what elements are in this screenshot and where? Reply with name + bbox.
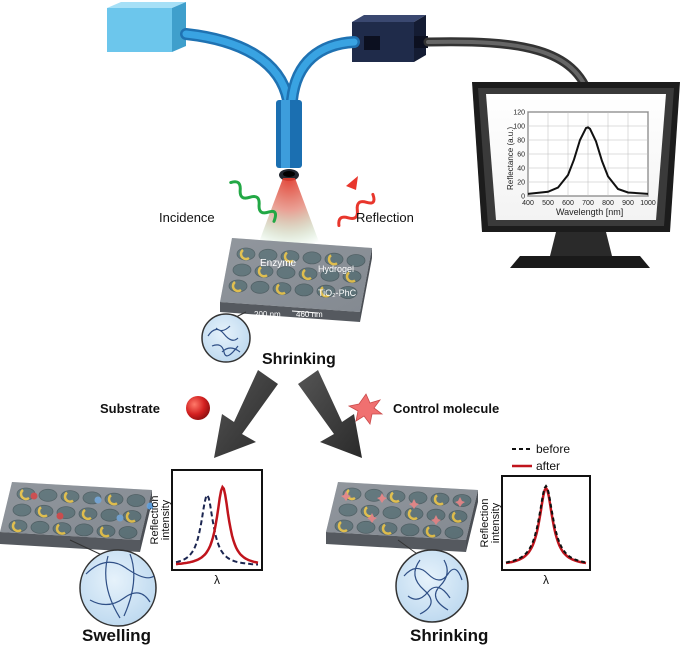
shrinking-ylabel-2: intensity [490, 502, 502, 543]
monitor-ylabel: Reflectance (a.u.) [506, 127, 515, 190]
top-state-label: Shrinking [262, 351, 336, 368]
hydrogel-zoom-lens-swelling [69, 539, 157, 627]
monitor-y-tick: 120 [513, 110, 525, 117]
fiber-probe [276, 100, 302, 181]
substrate-icon [186, 396, 210, 420]
shrinking-spectrum-chart: Reflection intensity λ [479, 475, 591, 587]
monitor-y-tick: 60 [517, 152, 525, 159]
monitor-y-tick: 100 [513, 124, 525, 131]
monitor-chart: 0 20 40 60 80 100 120 400 500 600 700 800 900 1000 R… [506, 110, 656, 218]
swelling-xlabel: λ [214, 573, 220, 587]
legend-after: after [536, 459, 560, 473]
monitor-y-tick: 80 [517, 138, 525, 145]
top-sensor-chip: Enzyme Hydrogel TiO₂-PhC 200 nm 460 nm [220, 238, 372, 322]
enzyme-label: Enzyme [260, 258, 297, 269]
light-source-box [107, 2, 186, 52]
monitor-y-tick: 40 [517, 166, 525, 173]
shrinking-label: Shrinking [410, 626, 488, 645]
monitor-y-tick: 20 [517, 180, 525, 187]
scale-460nm: 460 nm [296, 310, 323, 319]
legend-before: before [536, 442, 570, 456]
monitor-x-tick: 1000 [640, 200, 656, 207]
hydrogel-label: Hydrogel [318, 264, 354, 274]
shrinking-xlabel: λ [543, 573, 549, 587]
reflectance-curve [527, 126, 649, 195]
after-curve [175, 484, 259, 566]
swelling-ylabel-1: Reflection [149, 496, 161, 545]
monitor-x-tick: 600 [562, 200, 574, 207]
monitor-xlabel: Wavelength [nm] [556, 207, 623, 217]
monitor-x-tick: 500 [542, 200, 554, 207]
monitor-x-tick: 700 [582, 200, 594, 207]
scale-200nm: 200 nm [254, 310, 281, 319]
control-molecule-label: Control molecule [393, 401, 499, 416]
shrinking-ylabel-1: Reflection [479, 499, 491, 548]
after-curve [505, 485, 587, 565]
substrate-label: Substrate [100, 401, 160, 416]
swelling-ylabel-2: intensity [160, 499, 172, 540]
arrow-to-swelling [214, 370, 278, 458]
reflection-wave [337, 192, 376, 227]
spectrometer-box [352, 15, 428, 62]
incidence-wave [229, 180, 277, 223]
swelling-label: Swelling [82, 626, 151, 645]
incidence-label: Incidence [159, 210, 215, 225]
shrinking-chip [326, 482, 478, 552]
swelling-chip [0, 482, 154, 552]
monitor-y-tick: 0 [521, 194, 525, 201]
arrow-to-shrinking [298, 370, 362, 458]
before-curve [505, 484, 587, 564]
monitor-x-tick: 400 [522, 200, 534, 207]
fiber-cables [180, 28, 595, 106]
light-beam [256, 178, 322, 250]
reflection-label: Reflection [356, 210, 414, 225]
before-curve [175, 493, 258, 566]
monitor-x-tick: 800 [602, 200, 614, 207]
hydrogel-zoom-lens-shrinking [395, 539, 469, 623]
reflection-arrowhead [346, 176, 358, 190]
tio2-phc-label: TiO₂-PhC [318, 288, 357, 298]
monitor-x-tick: 900 [622, 200, 634, 207]
legend: before after [512, 442, 570, 473]
control-molecule-icon [347, 393, 384, 425]
swelling-spectrum-chart: Reflection intensity λ [149, 469, 263, 587]
hydrogel-zoom-lens-top [201, 311, 251, 363]
